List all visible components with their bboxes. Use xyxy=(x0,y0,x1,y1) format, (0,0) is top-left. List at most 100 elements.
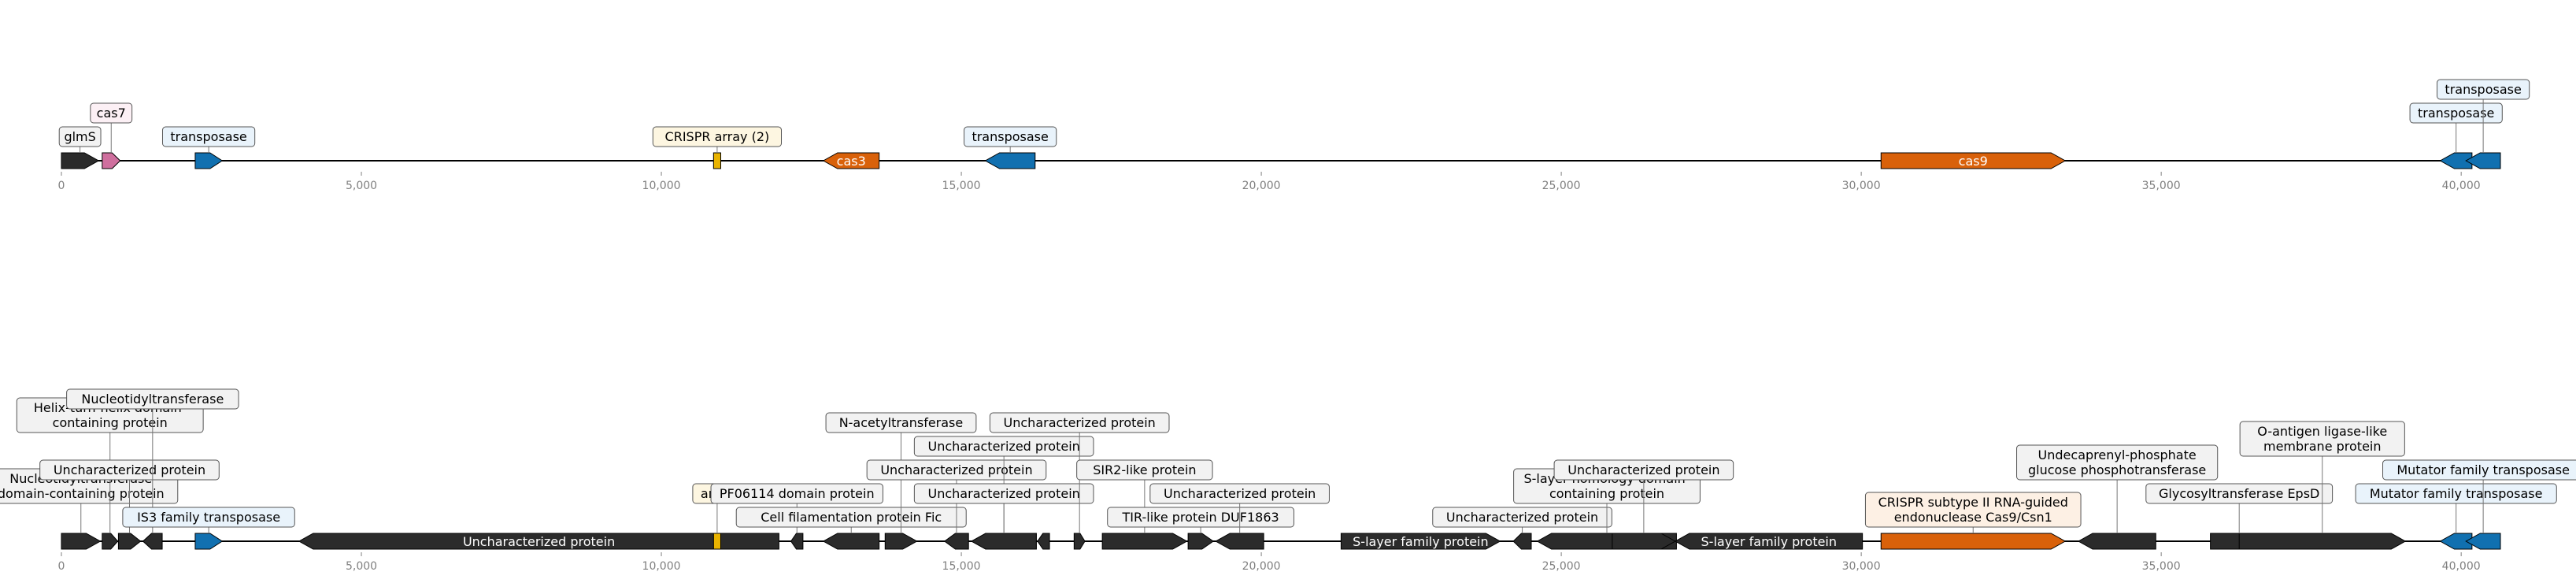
gene-label-text: cas7 xyxy=(97,106,126,121)
axis-tick-label: 20,000 xyxy=(1242,560,1281,573)
label-layer: Nucleotidyltransferasedomain-containing … xyxy=(0,388,2576,533)
gene-label-text: SIR2-like protein xyxy=(1093,462,1196,477)
axis-tick-label: 10,000 xyxy=(642,180,681,192)
gene-label-box xyxy=(1864,492,2082,528)
gene-arrow xyxy=(2439,152,2473,169)
gene-label-text: transposase xyxy=(170,129,246,144)
axis-tick-label: 25,000 xyxy=(1542,180,1581,192)
gene-label-box xyxy=(710,483,883,504)
gene-arrow xyxy=(1101,533,1188,550)
gene-label-box xyxy=(1149,483,1330,504)
gene-inline-label: cas9 xyxy=(1959,154,1988,169)
gene-label-text: Nucleotidyltransferase xyxy=(81,392,224,407)
gene-label-box xyxy=(989,412,1170,433)
gene-label-box xyxy=(122,507,295,528)
gene-label-box xyxy=(866,459,1047,481)
gene-arrow xyxy=(194,152,224,169)
gene-label-box xyxy=(2145,483,2334,504)
axis-tick-label: 25,000 xyxy=(1542,560,1581,573)
gene-label-box xyxy=(2409,102,2503,124)
gene-label-text: IS3 family transposase xyxy=(137,510,280,525)
gene-label-box xyxy=(964,126,1057,147)
axis-tick-label: 30,000 xyxy=(1842,560,1881,573)
gene-label-box xyxy=(1076,459,1213,481)
axis-tick-label: 20,000 xyxy=(1242,180,1281,192)
gene-label-box xyxy=(161,126,256,147)
gene-label-text: Glycosyltransferase EpsD xyxy=(2159,486,2319,501)
gene-arrow xyxy=(194,533,224,550)
gene-arrow xyxy=(61,533,102,550)
gene-label-box xyxy=(58,126,102,147)
gene-arrow xyxy=(1037,533,1050,550)
gene-arrow xyxy=(2077,533,2156,550)
axis-tick-label: 40,000 xyxy=(2442,560,2481,573)
gene-label-text: Uncharacterized protein xyxy=(928,439,1080,454)
gene-arrow xyxy=(2238,533,2407,550)
gene-label-text: containing protein xyxy=(53,415,168,430)
gene-arrow xyxy=(1187,533,1214,550)
gene-arrow xyxy=(102,533,119,550)
gene-arrow xyxy=(2439,533,2473,550)
gene-label-box xyxy=(90,102,133,124)
gene-label-text: transposase xyxy=(2445,82,2521,97)
gene-inline-label: S-layer family protein xyxy=(1353,534,1489,549)
gene-arrow xyxy=(822,533,880,550)
gene-label-text: endonuclease Cas9/Csn1 xyxy=(1894,510,2052,525)
gene-arrow xyxy=(822,152,880,169)
gene-label-box xyxy=(913,436,1094,457)
gene-label-text: containing protein xyxy=(1549,486,1664,501)
gene-label-text: O-antigen ligase-like xyxy=(2257,424,2387,439)
gene-label-text: Mutator family transposase xyxy=(2370,486,2543,501)
gene-arrow xyxy=(1612,533,1676,550)
gene-label-text: Uncharacterized protein xyxy=(880,462,1032,477)
gene-arrow xyxy=(298,533,779,550)
gene-arrow xyxy=(1880,533,2067,550)
gene-label-text: CRISPR subtype II RNA-guided xyxy=(1878,495,2068,510)
gene-label-box xyxy=(2382,459,2576,481)
gene-arrow xyxy=(1880,152,2067,169)
gene-inline-label: S-layer family protein xyxy=(1701,534,1838,549)
axis-tick-label: 35,000 xyxy=(2142,180,2181,192)
gene-arrow xyxy=(1215,533,1264,550)
gene-label-text: PF06114 domain protein xyxy=(720,486,875,501)
gene-label-box xyxy=(913,483,1094,504)
gene-label-box xyxy=(66,388,239,410)
gene-arrow xyxy=(712,533,721,550)
gene-arrow xyxy=(142,533,163,550)
gene-label-text: Uncharacterized protein xyxy=(928,486,1080,501)
gene-arrow xyxy=(943,533,969,550)
gene-label-box xyxy=(2239,421,2405,457)
gene-label-box xyxy=(735,507,967,528)
axis-tick-label: 5,000 xyxy=(346,560,377,573)
gene-arrow xyxy=(1674,533,1864,550)
axis-tick-label: 5,000 xyxy=(346,180,377,192)
gene-arrow xyxy=(2465,152,2501,169)
axis-tick-label: 30,000 xyxy=(1842,180,1881,192)
gene-label-text: TIR-like protein DUF1863 xyxy=(1122,510,1279,525)
gene-inline-label: cas3 xyxy=(837,154,866,169)
gene-arrow xyxy=(970,533,1037,550)
gene-label-text: Uncharacterized protein xyxy=(1567,462,1719,477)
gene-label-text: membrane protein xyxy=(2263,439,2382,454)
gene-label-text: N-acetyltransferase xyxy=(839,415,964,430)
gene-label-text: Cell filamentation protein Fic xyxy=(761,510,942,525)
gene-label-text: transposase xyxy=(2418,106,2494,121)
gene-label-box xyxy=(652,126,783,147)
gene-arrow xyxy=(102,152,121,169)
gene-label-text: transposase xyxy=(972,129,1048,144)
gene-label-text: Undecaprenyl-phosphate xyxy=(2038,447,2197,462)
gene-arrow xyxy=(1340,533,1501,550)
gene-label-box xyxy=(2437,79,2530,100)
gene-label-box xyxy=(1107,507,1295,528)
gene-arrow xyxy=(884,533,918,550)
gene-label-text: Uncharacterized protein xyxy=(1446,510,1598,525)
gene-inline-label: Uncharacterized protein xyxy=(463,534,615,549)
gene-label-text: Mutator family transposase xyxy=(2396,462,2570,477)
gene-arrow xyxy=(1073,533,1086,550)
gene-label-box xyxy=(1432,507,1612,528)
gene-arrow xyxy=(790,533,804,550)
